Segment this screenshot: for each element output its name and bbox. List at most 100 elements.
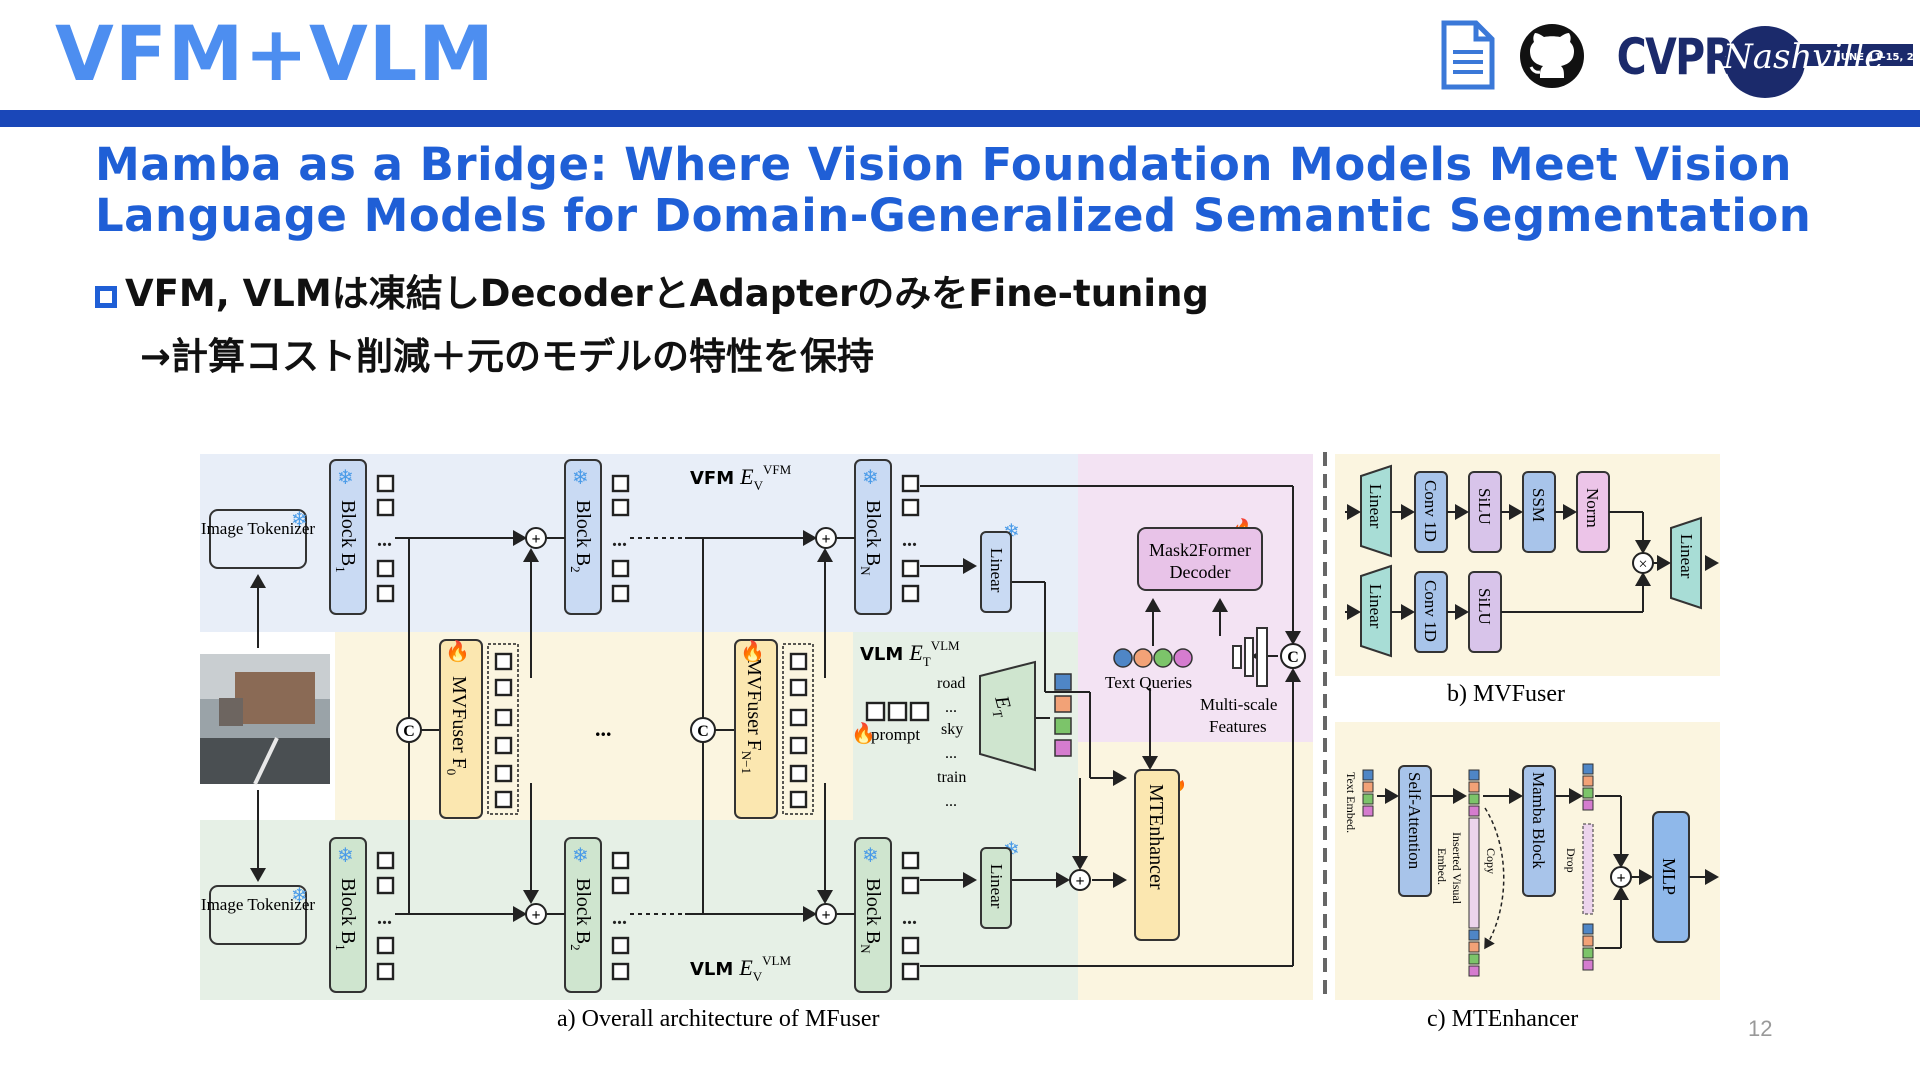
caption-b: b) MVFuser: [1447, 681, 1565, 707]
cvpr-logo-text: CVPR: [1617, 28, 1735, 86]
mvf-linear-2: Linear: [1366, 584, 1385, 629]
add-operator: +: [821, 531, 830, 548]
token-dots: ...: [902, 529, 917, 551]
flame-icon: 🔥: [740, 639, 765, 663]
flame-icon: 🔥: [445, 639, 470, 663]
vfm-block-bn-label: Block BN: [858, 500, 884, 576]
mte-copy: Copy: [1484, 848, 1498, 874]
fuser-ellipsis: ...: [595, 716, 612, 741]
multiscale-label-1: Multi-scale: [1200, 695, 1277, 714]
mvf-linear-out: Linear: [1677, 534, 1696, 579]
paper-link[interactable]: [1440, 20, 1496, 90]
vfm-linear-label: Linear: [987, 548, 1006, 593]
mvfuser-f0: [439, 639, 483, 819]
class-dots: ...: [945, 793, 957, 810]
mte-mamba-block: Mamba Block: [1529, 772, 1548, 869]
mvfuser-fn-label: MVFuser FN−1: [739, 658, 765, 774]
mte-drop: Drop: [1564, 848, 1578, 873]
snowflake-icon: ❄: [291, 509, 308, 531]
mtenhancer-detail: Text Embed. Self-Attention Inserted Visu…: [1344, 763, 1719, 977]
vlm-text-region: [853, 632, 1078, 820]
snowflake-icon: ❄: [291, 885, 308, 907]
paper-title-line2: Language Models for Domain-Generalized S…: [95, 189, 1812, 242]
mvfuser-fn: [734, 639, 778, 819]
token-dots: ...: [612, 907, 627, 929]
concat-operator: C: [1287, 649, 1299, 666]
mvf-norm: Norm: [1583, 488, 1602, 528]
mte-mlp: MLP: [1659, 858, 1679, 895]
class-road: road: [937, 675, 965, 692]
concat-operator: C: [697, 723, 709, 740]
add-operator: +: [1075, 873, 1084, 890]
mvf-silu-1: SiLU: [1475, 488, 1494, 525]
bullet-box-icon: [95, 286, 117, 308]
flame-icon: 🔥: [851, 721, 876, 745]
document-icon: [1441, 20, 1495, 90]
mte-self-attention: Self-Attention: [1405, 772, 1424, 870]
input-image: [200, 654, 330, 785]
multiply-operator: ×: [1638, 556, 1647, 573]
add-operator: +: [531, 907, 540, 924]
mvf-conv1d-2: Conv 1D: [1421, 580, 1440, 642]
snowflake-icon: ❄: [572, 845, 589, 867]
caption-c: c) MTEnhancer: [1427, 1006, 1578, 1032]
slide-title: VFM+VLM: [55, 9, 495, 98]
mvf-linear-1: Linear: [1366, 484, 1385, 529]
page-number: 12: [1748, 1016, 1773, 1041]
token-dots: ...: [902, 907, 917, 929]
decoder-label-1: Mask2Former: [1149, 540, 1251, 560]
snowflake-icon: ❄: [862, 845, 879, 867]
mvf-silu-2: SiLU: [1475, 588, 1494, 625]
github-link[interactable]: [1518, 22, 1586, 90]
token-dots: ...: [377, 529, 392, 551]
decoder-region: [1078, 454, 1313, 742]
vlm-block-b1-label: Block B1: [333, 878, 359, 951]
mtenhancer-label: MTEnhancer: [1145, 784, 1167, 890]
mtenhancer-block: [1134, 769, 1180, 941]
text-encoder-trapezoid: [979, 660, 1036, 772]
class-sky: sky: [941, 721, 963, 738]
snowflake-icon: ❄: [337, 845, 354, 867]
mvfuser-f0-label: MVFuser F0: [444, 676, 470, 775]
vfm-image-tokenizer: [209, 509, 307, 569]
vfm-block-b1: [329, 459, 367, 615]
caption-a: a) Overall architecture of MFuser: [557, 1006, 880, 1032]
vlm-tokenizer-label: Image Tokenizer: [201, 895, 315, 914]
conference-script: Nashville: [1722, 37, 1884, 77]
bullet-1: VFM, VLMは凍結しDecoderとAdapterのみをFine-tunin…: [95, 263, 1209, 317]
vfm-block-b2-label: Block B2: [568, 500, 594, 573]
paper-title-line1: Mamba as a Bridge: Where Vision Foundati…: [95, 138, 1792, 191]
add-operator: +: [1616, 870, 1625, 887]
vlm-image-tokenizer: [209, 885, 307, 945]
token-squares: [376, 474, 920, 981]
class-dots: ...: [945, 745, 957, 762]
snowflake-icon: ❄: [337, 467, 354, 489]
mte-text-embed: Text Embed.: [1344, 772, 1358, 833]
vfm-tokenizer-label: Image Tokenizer: [201, 519, 315, 538]
conference-dates: JUNE 11-15, 2025: [1836, 52, 1915, 63]
mte-inserted-visual-1: Inserted Visual: [1450, 832, 1464, 905]
concat-operator: C: [403, 723, 415, 740]
prompt-label: prompt: [871, 725, 920, 744]
cvpr-logo: CVPR Nashville JUNE 11-15, 2025: [1615, 4, 1920, 102]
add-operator: +: [821, 907, 830, 924]
enhancer-region: [1078, 742, 1313, 1000]
vfm-linear: [980, 531, 1012, 613]
decoder-label-2: Decoder: [1170, 562, 1231, 582]
bullet-1-text: VFM, VLMは凍結しDecoderとAdapterのみをFine-tunin…: [125, 272, 1209, 315]
vlm-linear-label: Linear: [987, 864, 1006, 909]
token-dots: ...: [377, 907, 392, 929]
add-operator: +: [531, 531, 540, 548]
vfm-block-b1-label: Block B1: [333, 500, 359, 573]
text-queries-label: Text Queries: [1105, 673, 1192, 692]
class-dots: ...: [945, 699, 957, 716]
mvf-ssm: SSM: [1529, 488, 1548, 522]
vlm-block-bn-label: Block BN: [858, 878, 884, 954]
class-train: train: [937, 769, 966, 786]
vlm-linear: [980, 847, 1012, 929]
snowflake-icon: ❄: [862, 467, 879, 489]
bullet-2: →計算コスト削減＋元のモデルの特性を保持: [140, 335, 875, 378]
architecture-diagram: Image Tokenizer Image Tokenizer Block B1…: [200, 452, 1720, 1032]
